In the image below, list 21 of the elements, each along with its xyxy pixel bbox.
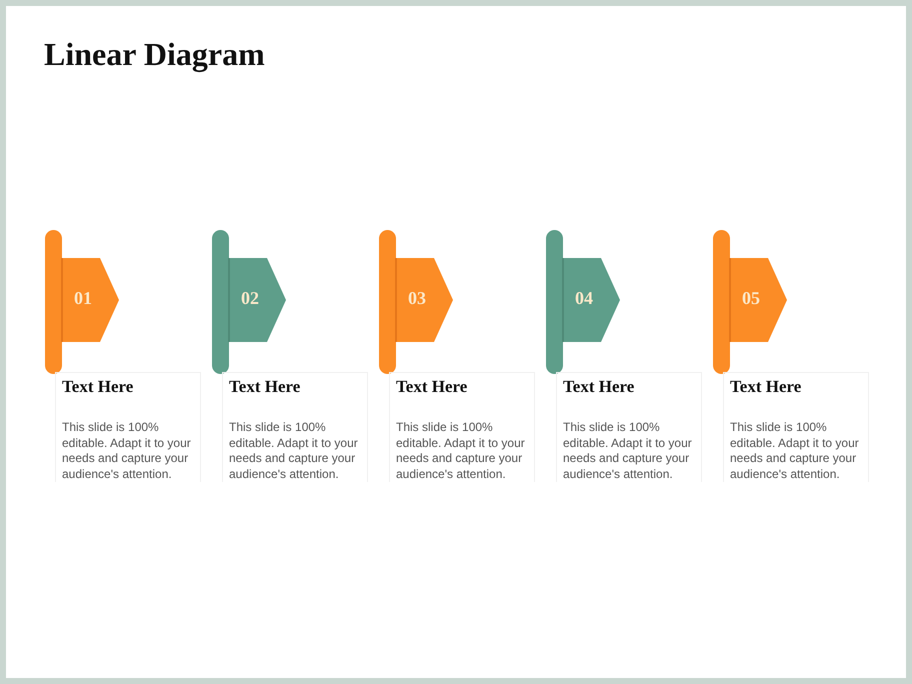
step-number: 05 xyxy=(741,288,761,309)
step-number: 01 xyxy=(73,288,93,309)
text-card xyxy=(556,372,702,482)
step-number: 04 xyxy=(574,288,594,309)
card-heading: Text Here xyxy=(563,377,636,398)
card-description: This slide is 100% editable. Adapt it to your needs and capture your audience's attention. xyxy=(229,420,359,482)
card-heading: Text Here xyxy=(396,377,468,398)
title: Linear Diagram xyxy=(44,36,265,73)
step-number: 02 xyxy=(240,288,260,309)
text-card xyxy=(222,372,368,482)
card-description: This slide is 100% editable. Adapt it to your needs and capture your audience's attention. xyxy=(62,420,192,482)
card-heading: Text Here xyxy=(730,377,802,398)
step-number: 03 xyxy=(407,288,427,309)
card-heading: Text Here xyxy=(229,377,302,398)
text-card xyxy=(55,372,201,482)
text-card xyxy=(389,372,535,482)
card-description: This slide is 100% editable. Adapt it to your needs and capture your audience's attention. xyxy=(396,420,526,482)
card-heading: Text Here xyxy=(62,377,134,398)
card-description: This slide is 100% editable. Adapt it to your needs and capture your audience's attention. xyxy=(563,420,693,482)
text-card xyxy=(723,372,869,482)
card-description: This slide is 100% editable. Adapt it to your needs and capture your audience's attention. xyxy=(730,420,860,482)
